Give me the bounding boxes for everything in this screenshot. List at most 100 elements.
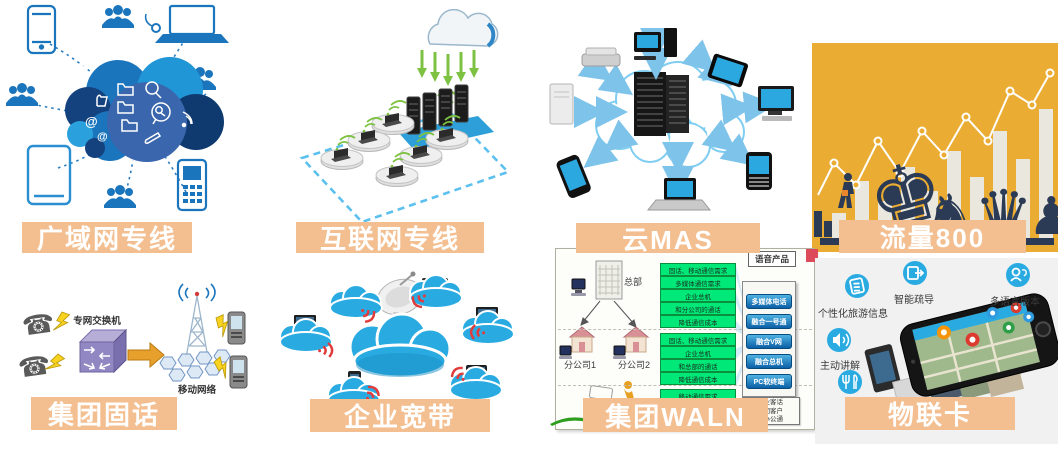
banner-data800: 流量800 (839, 220, 1026, 253)
tablet-cloud (449, 365, 503, 401)
product-button: 融合总机 (746, 354, 792, 369)
tablet-icon (26, 144, 72, 206)
lightning-icon (52, 310, 71, 335)
branch-house-icon (568, 326, 596, 353)
flow-arrow-icon (127, 341, 165, 369)
hq-building-icon (595, 260, 623, 300)
voice-products-panel: 多媒体电话 融合一号通 融合V网 融合总机 PC软终端 (742, 281, 796, 397)
line-chart (817, 68, 1055, 196)
branch2-label: 分公司2 (618, 360, 651, 370)
product-button: 融合一号通 (746, 314, 792, 329)
banner-cloud-mas: 云MAS (576, 223, 760, 255)
smartphone-icon (26, 4, 57, 55)
branch-arrows (580, 300, 637, 328)
requirement-box: 固话、移动通信需求 (660, 263, 736, 276)
server-cloud (329, 284, 383, 319)
central-cloud (348, 312, 452, 379)
server-rack-icon (634, 72, 689, 136)
feature-label: 个性化旅游信息 (818, 309, 888, 320)
laptop-cloud (279, 315, 333, 353)
map-pins (936, 302, 1035, 357)
people-group-icon (6, 83, 38, 106)
router-cloud (409, 274, 463, 309)
smartphone-icon (556, 154, 591, 198)
requirement-box: 降低通信成本 (660, 372, 736, 385)
qwerty-phone-icon (746, 152, 772, 190)
tile-broadband[interactable]: 企业宽带 (270, 265, 538, 440)
note-line: 集团客户 (757, 407, 783, 415)
requirement-box: 固话、移动通信需求 (660, 333, 736, 346)
branch1-label: 分公司1 (564, 360, 597, 370)
down-arrows-icon (417, 50, 479, 86)
desk-phone-icon: ☎ (16, 349, 52, 383)
pbx-switch-icon (78, 328, 128, 374)
requirement-box: 多媒体通信需求 (660, 276, 736, 289)
note-line: 的办公通 (757, 416, 783, 423)
switch-label: 专网交换机 (73, 315, 121, 327)
tile-data800[interactable]: ♚ ♞ ♛ ♟ 流量800 (812, 0, 1058, 260)
tower-pc-icon (549, 83, 574, 125)
cloud-mas-illustration (549, 28, 794, 211)
feature-label: 智能疏导 (894, 295, 934, 306)
cell-tower-icon (178, 283, 216, 359)
at-glyph: @ (85, 114, 98, 129)
smart-guide-icon (907, 266, 925, 280)
hex-cells (159, 349, 231, 382)
tablet-icon (707, 53, 749, 88)
phone-cloud (327, 371, 381, 411)
mobile-phone-icon (229, 355, 248, 389)
banner-landline: 集团固话 (31, 397, 177, 430)
travel-info-icon (849, 277, 865, 295)
product-button: 融合V网 (746, 334, 792, 349)
tile-iot[interactable]: 个性化旅游信息 智能疏导 多语言版本 主动讲解 物联卡 (812, 253, 1058, 460)
requirement-box: 和分公司的通话 (660, 302, 736, 315)
feature-circle (838, 370, 862, 394)
broadband-illustration (279, 271, 515, 411)
requirement-box: 降低通信成本 (660, 315, 736, 328)
people-group-icon (102, 5, 134, 28)
requirement-box: 和总部的通话 (660, 359, 736, 372)
people-group-icon (104, 185, 136, 208)
divider (558, 385, 812, 386)
hq-computer-icon (571, 278, 586, 296)
product-button: 多媒体电话 (746, 294, 792, 309)
cloud-icon (427, 8, 499, 48)
banner-wlan: 集团WALN (583, 398, 768, 432)
requirement-box: 企业总机 (660, 346, 736, 359)
requirement-box: 企业总机 (660, 289, 736, 302)
smartphone-map-icon (899, 293, 1058, 397)
banner-internet: 互联网专线 (296, 222, 484, 254)
desk-phone-icon: ☎ (20, 307, 56, 341)
landline-illustration: ☎ ☎ 专网交换机 (16, 283, 248, 396)
mobile-network-label: 移动网络 (178, 384, 217, 396)
dining-icon (842, 374, 858, 389)
iot-illustration (833, 266, 1058, 409)
internet-line-illustration (299, 8, 511, 224)
branch-house-icon (622, 326, 650, 353)
mobile-phone-icon (227, 311, 246, 345)
wlan-graphics (559, 260, 752, 401)
tile-wlan[interactable]: 语音产品 总部 分公司1 分公司2 固话、移动通信需求 多媒体通信需求 企业总机… (538, 240, 820, 460)
feature-label: 主动讲解 (820, 361, 860, 372)
social-cloud: @ @ (65, 57, 224, 162)
pushing-figure-icon (844, 173, 852, 181)
tile-wan[interactable]: @ @ 广域网专线 (0, 0, 270, 260)
router-icon (581, 47, 621, 67)
note-line: 企业客话 (757, 399, 783, 406)
tile-landline[interactable]: ☎ ☎ 专网交换机 (0, 260, 270, 460)
banner-broadband: 企业宽带 (310, 399, 490, 432)
voice-products-tag: 语音产品 (748, 251, 796, 267)
product-button: PC软终端 (746, 374, 792, 389)
hq-label: 总部 (624, 277, 643, 287)
monitor-icon (758, 86, 794, 121)
at-glyph: @ (97, 131, 108, 143)
wan-cloud-illustration: @ @ (6, 4, 229, 212)
divider (558, 329, 812, 330)
tile-internet[interactable]: 互联网专线 (270, 0, 538, 260)
laptop-icon (646, 178, 712, 211)
branch-computer-icon (559, 345, 626, 359)
banner-iot: 物联卡 (845, 397, 1015, 430)
feature-phone-icon (176, 158, 208, 212)
multilang-icon (1010, 267, 1027, 282)
tile-cloud-mas[interactable]: 云MAS (538, 0, 812, 260)
